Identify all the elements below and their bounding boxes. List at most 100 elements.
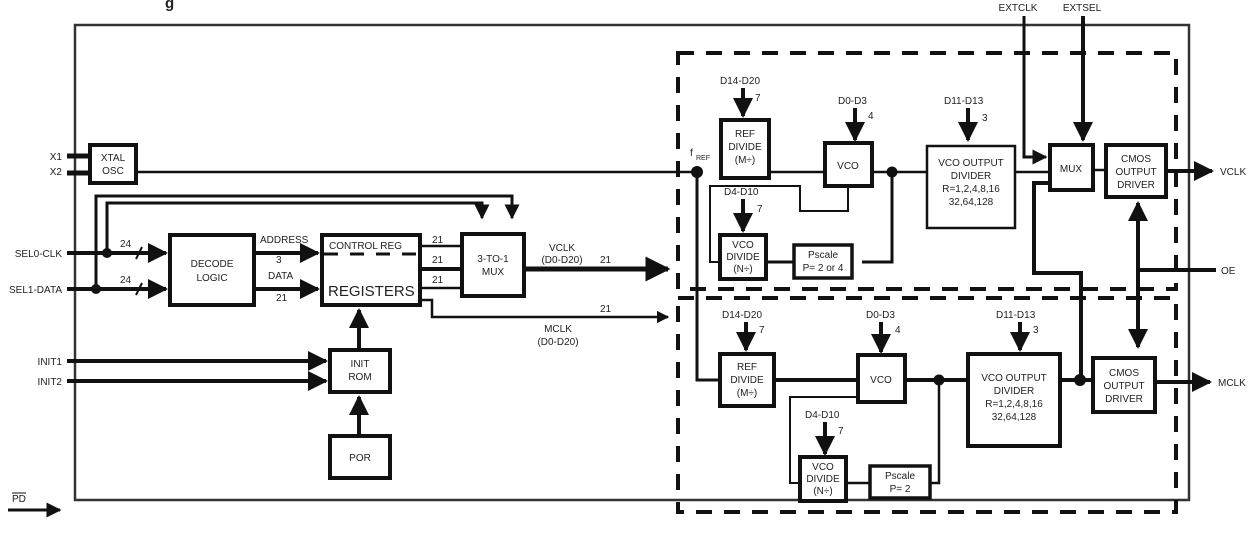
svg-text:Pscale: Pscale <box>808 250 838 261</box>
svg-text:DIVIDE: DIVIDE <box>806 474 840 485</box>
mux-to-mclk-driver <box>1032 181 1083 380</box>
vco-block-mclk: VCO <box>856 353 907 404</box>
sel0-to-mux-select <box>105 201 490 253</box>
mux-in-width-2: 21 <box>432 255 444 266</box>
svg-text:VCO: VCO <box>837 161 859 172</box>
svg-text:ROM: ROM <box>348 372 371 383</box>
d14-d20-width-mclk: 7 <box>759 325 765 336</box>
d0-d3-width: 4 <box>868 111 874 122</box>
mclk-bus-range: (D0-D20) <box>537 337 578 348</box>
mux-in-width-1: 21 <box>432 235 444 246</box>
svg-text:MUX: MUX <box>482 267 505 278</box>
vco-block-vclk: VCO <box>823 141 874 188</box>
ref-divide-block-vclk: REF DIVIDE (M÷) <box>719 118 771 180</box>
svg-text:DIVIDER: DIVIDER <box>994 386 1035 397</box>
vco-output-divider-block-vclk: VCO OUTPUT DIVIDER R=1,2,4,8,16 32,64,12… <box>925 144 1017 230</box>
d11-d13-label-mclk: D11-D13 <box>996 310 1036 321</box>
mclk-bus <box>420 298 670 324</box>
pin-sel0-label: SEL0-CLK <box>15 249 63 260</box>
feedback-wire-mclk <box>930 380 941 485</box>
ref-divide-block-mclk: REF DIVIDE (M÷) <box>718 352 776 408</box>
svg-text:VCO: VCO <box>870 375 892 386</box>
svg-text:R=1,2,4,8,16: R=1,2,4,8,16 <box>942 184 1000 195</box>
d14-d20-width: 7 <box>755 93 761 104</box>
pin-oe-label: OE <box>1221 266 1236 277</box>
d11-d13-width-mclk: 3 <box>1033 325 1039 336</box>
d11-d13-label: D11-D13 <box>944 96 984 107</box>
d4-d10-width: 7 <box>757 204 763 215</box>
svg-text:DECODE: DECODE <box>191 259 234 270</box>
svg-text:Pscale: Pscale <box>885 471 915 482</box>
svg-text:POR: POR <box>349 453 371 464</box>
d4-d10-label: D4-D10 <box>724 187 759 198</box>
title-fragment: g <box>165 0 174 12</box>
output-mux-block: MUX <box>1048 143 1095 192</box>
svg-text:P= 2 or 4: P= 2 or 4 <box>803 263 844 274</box>
svg-text:DIVIDE: DIVIDE <box>726 252 760 263</box>
svg-text:VCO OUTPUT: VCO OUTPUT <box>981 373 1047 384</box>
fref-subscript: REF <box>696 155 710 162</box>
d0-d3-label: D0-D3 <box>838 96 867 107</box>
svg-text:32,64,128: 32,64,128 <box>992 412 1037 423</box>
sel0-width: 24 <box>120 239 132 250</box>
feedback-wire <box>862 172 894 264</box>
bus-slash <box>135 246 143 260</box>
vco-feedback-loop <box>709 185 849 263</box>
svg-text:CMOS: CMOS <box>1109 368 1139 379</box>
svg-text:REF: REF <box>735 129 755 140</box>
vclk-bus-label: VCLK <box>549 243 575 254</box>
svg-text:REF: REF <box>737 362 757 373</box>
svg-text:DRIVER: DRIVER <box>1117 180 1155 191</box>
svg-text:INIT: INIT <box>351 359 370 370</box>
d14-d20-label-mclk: D14-D20 <box>722 310 762 321</box>
chip-boundary <box>73 23 1191 502</box>
init-rom-block: INIT ROM <box>328 348 392 394</box>
pscale-block-mclk: Pscale P= 2 <box>868 464 932 500</box>
pin-x2-label: X2 <box>50 167 63 178</box>
fref-to-mclk-pll <box>695 172 718 382</box>
svg-text:DIVIDE: DIVIDE <box>728 142 762 153</box>
registers-block: CONTROL REG REGISTERS <box>320 233 422 307</box>
data-label: DATA <box>268 271 294 282</box>
svg-text:32,64,128: 32,64,128 <box>949 197 994 208</box>
pin-extclk-label: EXTCLK <box>999 3 1038 14</box>
registers-label: REGISTERS <box>328 283 415 300</box>
d11-d13-width: 3 <box>982 113 988 124</box>
d4-d10-width-mclk: 7 <box>838 426 844 437</box>
control-reg-label: CONTROL REG <box>329 241 402 252</box>
d4-d10-label-mclk: D4-D10 <box>805 410 840 421</box>
mux-3-to-1-block: 3-TO-1 MUX <box>460 232 526 298</box>
svg-text:(N÷): (N÷) <box>813 486 832 497</box>
svg-text:DIVIDER: DIVIDER <box>951 171 992 182</box>
pin-pd-label: PD <box>12 494 26 505</box>
vco-output-divider-block-mclk: VCO OUTPUT DIVIDER R=1,2,4,8,16 32,64,12… <box>966 352 1062 448</box>
svg-text:3-TO-1: 3-TO-1 <box>477 254 509 265</box>
pin-extsel-label: EXTSEL <box>1063 3 1102 14</box>
svg-text:XTAL: XTAL <box>101 153 126 164</box>
svg-text:P= 2: P= 2 <box>890 484 911 495</box>
vco-divide-block-mclk: VCO DIVIDE (N÷) <box>798 455 848 503</box>
mclk-bus-width: 21 <box>600 304 612 315</box>
svg-text:MUX: MUX <box>1060 164 1083 175</box>
svg-text:DIVIDE: DIVIDE <box>730 375 764 386</box>
mux-in-width-3: 21 <box>432 275 444 286</box>
por-block: POR <box>328 434 392 480</box>
address-width: 3 <box>276 255 282 266</box>
pin-vclk-label: VCLK <box>1220 167 1246 178</box>
pin-init2-label: INIT2 <box>38 377 63 388</box>
d0-d3-width-mclk: 4 <box>895 325 901 336</box>
sel1-to-mux-select <box>94 194 520 289</box>
svg-text:VCO: VCO <box>812 462 834 473</box>
cmos-driver-block-mclk: CMOS OUTPUT DRIVER <box>1091 356 1157 414</box>
vclk-bus-width: 21 <box>600 255 612 266</box>
svg-text:DRIVER: DRIVER <box>1105 394 1143 405</box>
mclk-pll-region <box>676 296 1178 514</box>
pscale-block-vclk: Pscale P= 2 or 4 <box>792 243 854 280</box>
vclk-bus-range: (D0-D20) <box>541 255 582 266</box>
pin-init1-label: INIT1 <box>38 357 63 368</box>
decode-logic-block: DECODE LOGIC <box>168 233 256 307</box>
d14-d20-label: D14-D20 <box>720 76 760 87</box>
pin-x1-label: X1 <box>50 152 63 163</box>
vco-feedback-loop-mclk <box>789 396 858 484</box>
svg-text:R=1,2,4,8,16: R=1,2,4,8,16 <box>985 399 1043 410</box>
